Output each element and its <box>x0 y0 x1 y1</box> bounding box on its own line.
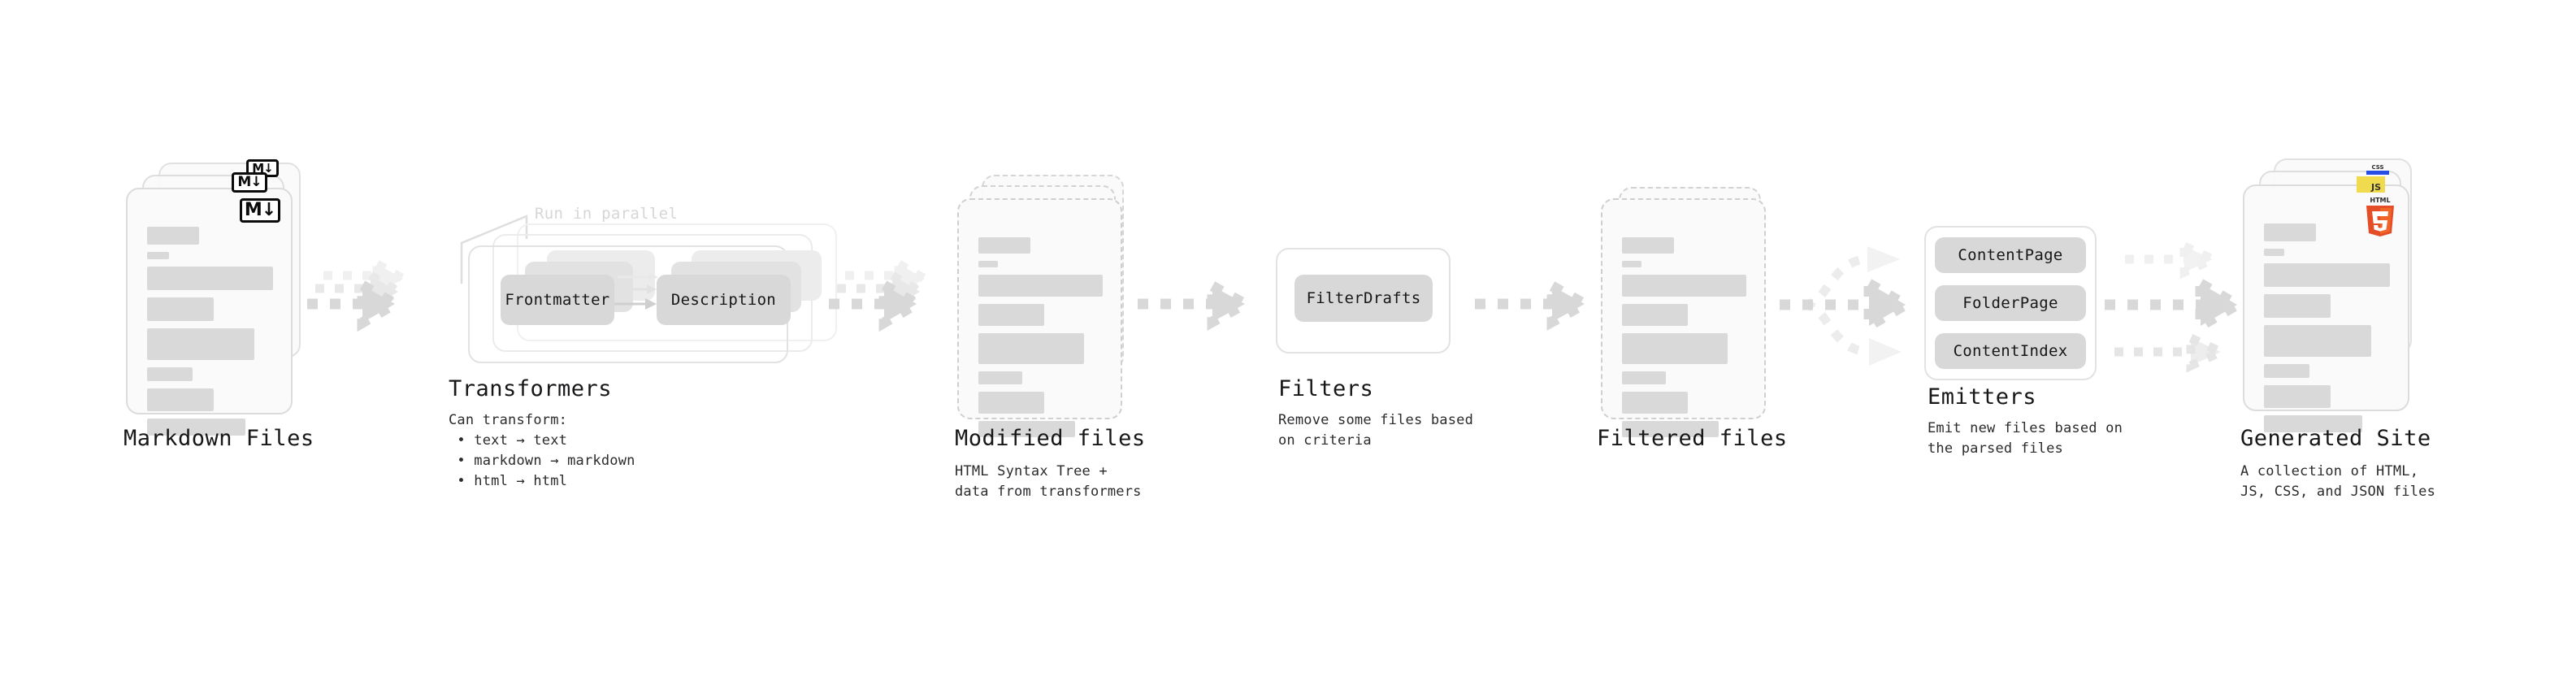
markdown-badge-label: M↓ <box>244 200 276 220</box>
transformer-chip-frontmatter[interactable]: Frontmatter <box>501 275 614 325</box>
transformers-subtitle: Can transform: • text → text • markdown … <box>449 412 635 489</box>
conn-modified-to-filters <box>1138 277 1256 331</box>
filtered-files-stack <box>1601 187 1772 437</box>
svg-text:CSS: CSS <box>2371 164 2383 171</box>
emitters-subtitle: Emit new files based on the parsed files <box>1928 420 2123 457</box>
conn-emitters-to-site <box>2105 239 2248 373</box>
emitter-chip-folderpage[interactable]: FolderPage <box>1935 285 2086 321</box>
chip-label: ContentIndex <box>1953 342 2068 360</box>
conn-filters-to-filtered <box>1475 277 1596 331</box>
filters-subtitle: Remove some files based on criteria <box>1278 412 1474 449</box>
markdown-badge-label: M↓ <box>252 160 273 176</box>
transformers-title: Transformers <box>449 376 613 401</box>
document-card-front <box>126 188 293 436</box>
filtered-files-title: Filtered files <box>1597 426 1788 451</box>
chip-label: FolderPage <box>1962 294 2058 312</box>
chip-label: Frontmatter <box>505 291 610 309</box>
generated-site-subtitle: A collection of HTML, JS, CSS, and JSON … <box>2240 463 2436 500</box>
stage-filtered-files <box>1601 187 1772 437</box>
document-card-front <box>957 198 1122 437</box>
modified-files-title: Modified files <box>955 426 1146 451</box>
stage-modified-files <box>957 175 1132 437</box>
markdown-files-title: Markdown Files <box>124 426 314 451</box>
stage-markdown-files: M↓ M↓ M↓ <box>126 159 301 436</box>
chip-label: FilterDrafts <box>1306 289 1421 307</box>
conn-markdown-to-transformers <box>307 256 413 332</box>
document-placeholder-lines <box>978 237 1103 445</box>
conn-transformers-to-modified <box>829 256 935 332</box>
generated-site-stack: CSS JS HTML <box>2243 158 2418 432</box>
css3-badge: CSS <box>2366 162 2389 175</box>
stage-filters: FilterDrafts <box>1276 248 1451 354</box>
modified-files-stack <box>957 175 1132 437</box>
filters-box <box>1276 248 1451 354</box>
stage-emitters: ContentPage FolderPage ContentIndex <box>1924 226 2097 380</box>
markdown-files-stack: M↓ M↓ M↓ <box>126 159 301 436</box>
conn-filtered-to-emitters <box>1780 246 1916 366</box>
svg-text:JS: JS <box>2370 182 2381 193</box>
filter-chip-filterdrafts[interactable]: FilterDrafts <box>1295 275 1433 322</box>
stage-generated-site: CSS JS HTML <box>2243 158 2418 432</box>
markdown-badge-back-1: M↓ <box>232 172 267 193</box>
svg-text:HTML: HTML <box>2370 197 2390 204</box>
chip-label: ContentPage <box>1958 246 2063 264</box>
emitters-box <box>1924 226 2097 380</box>
markdown-badge-front: M↓ <box>240 198 280 223</box>
document-placeholder-lines <box>1622 237 1746 445</box>
document-placeholder-lines <box>2264 223 2390 440</box>
js-badge: JS <box>2357 176 2385 193</box>
stage-transformers: Run in parallel Frontmat <box>445 198 837 363</box>
document-card-front <box>1601 198 1766 437</box>
html5-badge: HTML <box>2361 194 2400 239</box>
emitter-chip-contentpage[interactable]: ContentPage <box>1935 237 2086 273</box>
markdown-badge-label: M↓ <box>237 174 262 190</box>
modified-files-subtitle: HTML Syntax Tree + data from transformer… <box>955 463 1142 500</box>
chip-label: Description <box>670 291 777 309</box>
transformer-chip-description[interactable]: Description <box>657 275 791 325</box>
filters-title: Filters <box>1278 376 1374 401</box>
run-in-parallel-label: Run in parallel <box>535 205 679 223</box>
emitters-title: Emitters <box>1928 384 2037 410</box>
generated-site-title: Generated Site <box>2240 426 2431 451</box>
emitter-chip-contentindex[interactable]: ContentIndex <box>1935 333 2086 369</box>
document-placeholder-lines <box>147 227 273 443</box>
